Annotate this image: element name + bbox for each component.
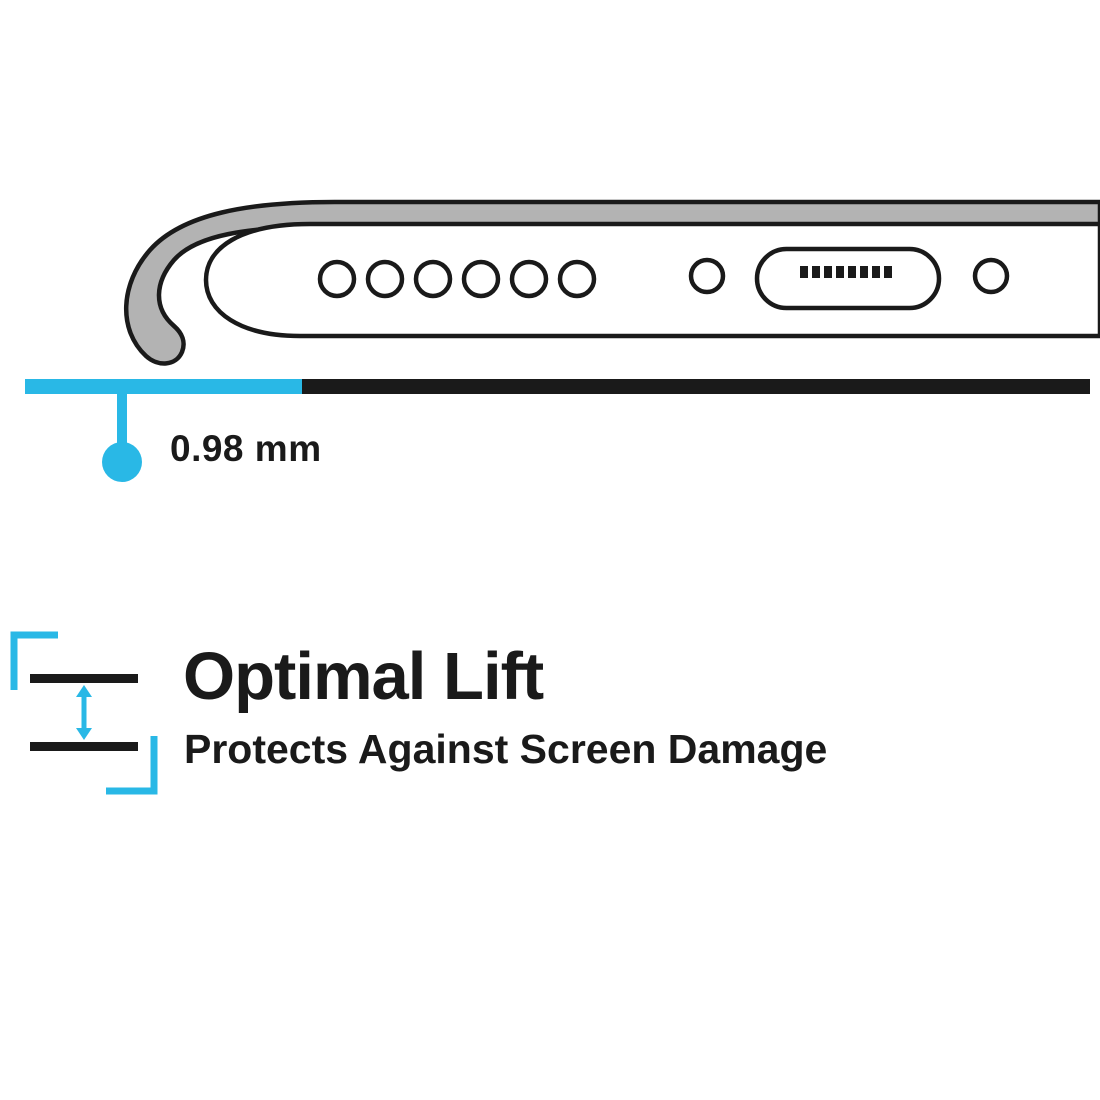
speaker-hole <box>413 259 453 299</box>
case-height-bar-accent <box>25 379 302 394</box>
speaker-hole <box>365 259 405 299</box>
bracket-bottom-right <box>106 736 158 795</box>
gap-top-bar <box>30 674 138 683</box>
measurement-stem <box>117 394 127 446</box>
charging-port <box>754 246 942 311</box>
speaker-hole <box>557 259 597 299</box>
speaker-hole <box>461 259 501 299</box>
measurement-dot <box>102 442 142 482</box>
charging-port-pins <box>800 266 892 278</box>
phone-case-diagram <box>25 199 1100 482</box>
screw-hole-right <box>972 257 1010 295</box>
speaker-hole <box>317 259 357 299</box>
lift-measurement-label: 0.98 mm <box>170 428 322 469</box>
feature-subtitle: Protects Against Screen Damage <box>184 726 828 772</box>
case-outline <box>124 199 1100 366</box>
bracket-top-left <box>10 631 58 690</box>
double-arrow-icon <box>76 685 92 740</box>
lift-gap-icon <box>10 631 158 795</box>
gap-bottom-bar <box>30 742 138 751</box>
screw-hole-left <box>688 257 726 295</box>
speaker-hole <box>509 259 549 299</box>
case-height-bar-dark <box>302 379 1090 394</box>
feature-title: Optimal Lift <box>183 639 544 714</box>
